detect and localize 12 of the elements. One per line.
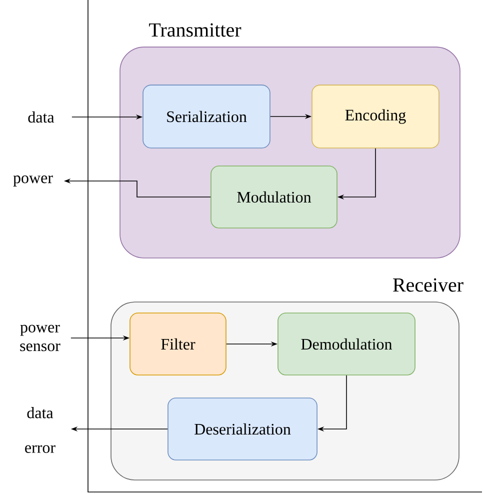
node-label: Receiver xyxy=(393,278,464,292)
process-box: Serialization xyxy=(142,84,270,148)
process-box: Encoding xyxy=(312,84,440,148)
process-box: Demodulation xyxy=(278,312,416,376)
node-label: Transmitter xyxy=(149,23,242,37)
signal-label: data error xyxy=(25,407,56,453)
process-box: Filter xyxy=(130,312,226,376)
process-box: Modulation xyxy=(210,166,338,228)
signal-label: power sensor xyxy=(20,324,60,352)
process-box: Deserialization xyxy=(168,398,318,460)
signal-label: power xyxy=(13,176,53,186)
signal-label: data xyxy=(28,111,54,123)
